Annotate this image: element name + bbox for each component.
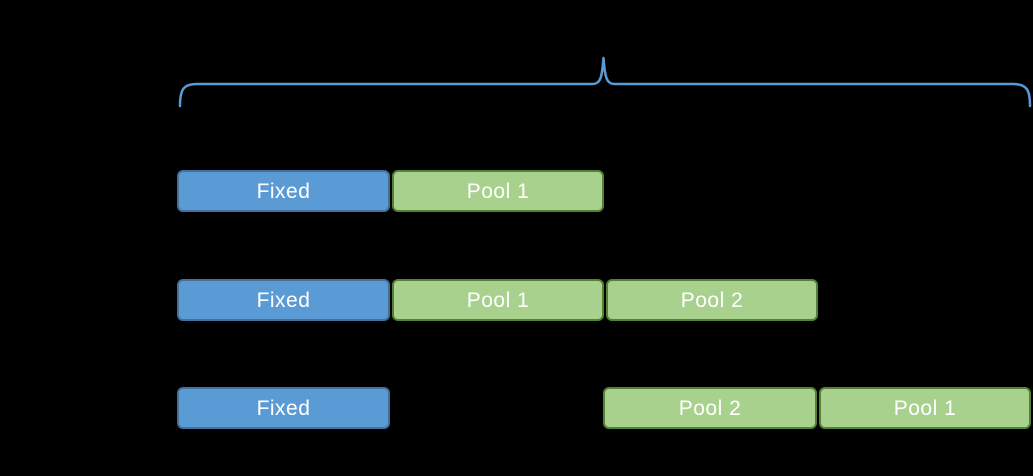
block-pool-1: Pool 1 [392,170,604,212]
block-fixed: Fixed [177,387,390,429]
block-fixed: Fixed [177,279,390,321]
block-pool-1: Pool 1 [392,279,604,321]
block-fixed: Fixed [177,170,390,212]
block-pool-2: Pool 2 [603,387,817,429]
curly-brace-path [178,56,1032,108]
block-pool-1: Pool 1 [819,387,1031,429]
curly-brace [178,56,1032,108]
block-pool-2: Pool 2 [606,279,818,321]
